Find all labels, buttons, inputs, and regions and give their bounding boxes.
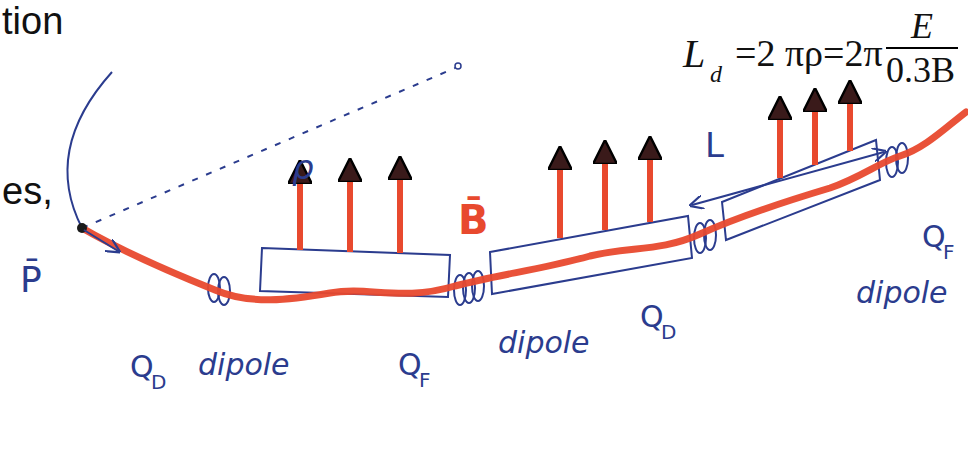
field-label: B̄ [458,200,489,240]
momentum-label: P̄ [20,262,42,298]
quadrupole-subscript: D [661,322,676,342]
dipole-label: dipole [198,350,290,380]
text-fragment: es, [2,172,53,210]
quadrupole-label: Q [130,352,154,382]
title-fragment: tion [2,2,63,40]
dipole-label: dipole [856,278,948,308]
formula-denominator: 0.3B [886,52,955,88]
field-arrows [300,92,850,253]
quadrupole-subscript: D [151,372,166,392]
radius-label: ρ [292,150,314,184]
length-label: L [705,128,724,162]
momentum-arrow [84,230,118,251]
beam-trajectory [82,112,966,300]
center-point [455,63,461,69]
quadrupole-label: Q [922,222,946,252]
quadrupole-subscript: F [943,242,955,262]
formula-term: L [683,34,705,74]
quadrupole-label: Q [640,302,664,332]
formula-numerator: E [911,8,933,44]
dipole-label: dipole [498,328,590,358]
quadrupole-label: Q [398,350,422,380]
formula-subscript: d [710,62,722,86]
quadrupole-subscript: F [419,370,431,390]
fraction-bar [886,47,958,49]
orbit-arc [67,72,112,228]
formula-term: =2 πρ=2π [735,34,883,72]
